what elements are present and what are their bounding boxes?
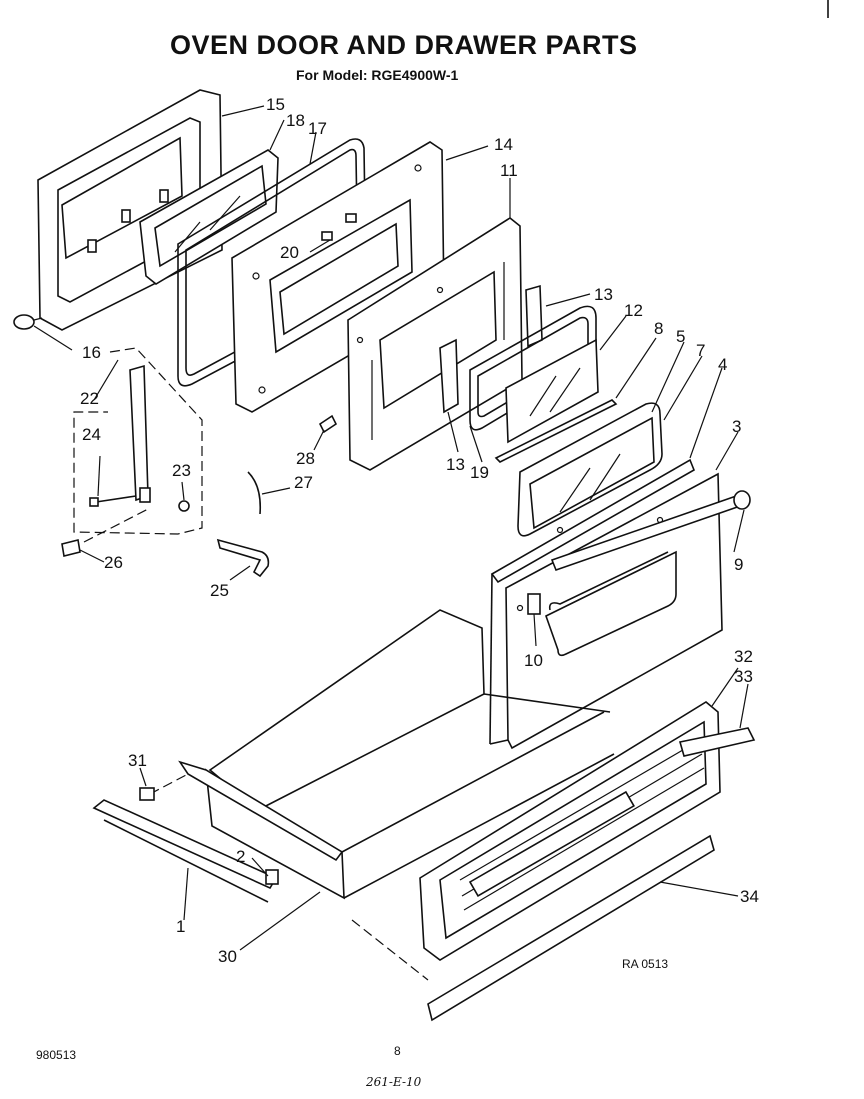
- callout-1: 1: [176, 917, 185, 936]
- callout-34: 34: [740, 887, 759, 906]
- document-number: 980513: [36, 1048, 77, 1062]
- callout-9: 9: [734, 555, 743, 574]
- callout-22: 22: [80, 389, 99, 408]
- callout-13-top: 13: [594, 285, 613, 304]
- page-number: 8: [394, 1044, 401, 1058]
- part-31-drawer-clip: [139, 787, 155, 801]
- callout-26: 26: [104, 553, 123, 572]
- part-18-glass-frame: [139, 149, 279, 285]
- callout-25: 25: [210, 581, 229, 600]
- part-12-inner-glass: [469, 305, 599, 444]
- part-1-drawer-rail: [92, 799, 279, 903]
- part-33-trim-strip: [678, 727, 756, 757]
- handwritten-note: 261-E-10: [366, 1075, 422, 1089]
- callout-14: 14: [494, 135, 513, 154]
- callout-33: 33: [734, 667, 753, 686]
- callout-16: 16: [82, 343, 101, 362]
- callout-18: 18: [286, 111, 305, 130]
- callout-19: 19: [470, 463, 489, 482]
- leader-lines: [33, 105, 749, 951]
- callout-10: 10: [524, 651, 543, 670]
- callout-15: 15: [266, 95, 285, 114]
- callout-28: 28: [296, 449, 315, 468]
- part-4-outer-door: [489, 458, 723, 750]
- callout-2: 2: [236, 847, 245, 866]
- callout-24: 24: [82, 425, 101, 444]
- callout-labels: 15 18 17 14 11 13 12 8 5 7 4 3 9 10 32 3…: [80, 95, 759, 966]
- callout-17: 17: [308, 119, 327, 138]
- callout-4: 4: [718, 355, 727, 374]
- part-20-clip: [321, 213, 357, 241]
- callout-12: 12: [624, 301, 643, 320]
- callout-30: 30: [218, 947, 237, 966]
- hinge-assembly: [61, 347, 270, 578]
- part-8-glass-strip: [494, 399, 618, 463]
- callout-3: 3: [732, 417, 741, 436]
- part-28-screw: [318, 414, 338, 434]
- callout-32: 32: [734, 647, 753, 666]
- callout-8: 8: [654, 319, 663, 338]
- callout-31: 31: [128, 751, 147, 770]
- part-30-drawer: [149, 609, 615, 981]
- callout-11: 11: [500, 161, 518, 180]
- page-title: OVEN DOOR AND DRAWER PARTS: [170, 30, 638, 60]
- part-9-door-handle: [550, 490, 751, 572]
- drawing-reference: RA 0513: [622, 957, 669, 971]
- part-16-bumper: [13, 314, 43, 330]
- callout-27: 27: [294, 473, 313, 492]
- part-32-drawer-front: [419, 701, 721, 961]
- callout-13-bottom: 13: [446, 455, 465, 474]
- part-34-kick-plate: [427, 834, 715, 1022]
- callout-23: 23: [172, 461, 191, 480]
- callout-7: 7: [696, 341, 705, 360]
- model-number: For Model: RGE4900W-1: [296, 67, 459, 83]
- callout-5: 5: [676, 327, 685, 346]
- callout-20: 20: [280, 243, 299, 262]
